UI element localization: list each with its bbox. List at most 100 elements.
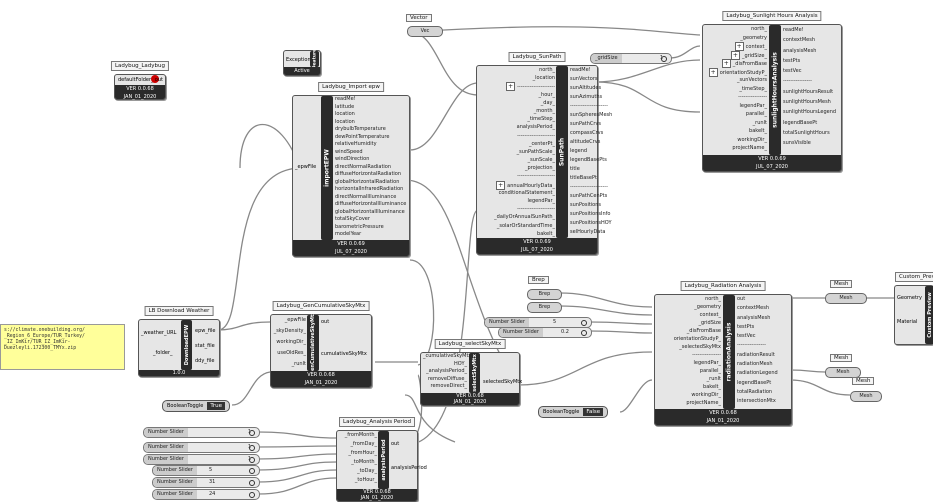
output-param[interactable]: legend bbox=[570, 148, 588, 154]
input-param[interactable]: _toDay_ bbox=[357, 468, 377, 474]
output-param[interactable]: radiationResult bbox=[737, 351, 775, 358]
output-param[interactable]: legendBasePt bbox=[783, 119, 818, 126]
mesh-param-2[interactable]: Mesh bbox=[825, 367, 861, 378]
radiation-analysis-component[interactable]: Ladybug_Radiation Analysis north__geomet… bbox=[654, 281, 792, 426]
plus-icon[interactable]: + bbox=[708, 67, 718, 77]
custom-preview-component[interactable]: Custom_Preview Geometry Material Custom … bbox=[894, 272, 933, 345]
slider-knob-icon[interactable] bbox=[249, 445, 255, 451]
input-param[interactable]: conditionalStatement_ bbox=[498, 189, 555, 196]
output-selected-sky[interactable]: selectedSkyMtx bbox=[483, 379, 523, 385]
input-param[interactable]: _location bbox=[532, 75, 555, 82]
output-param[interactable]: location bbox=[335, 111, 355, 117]
input-param[interactable]: north_ bbox=[705, 296, 721, 302]
input-param[interactable]: +--------------------- bbox=[506, 82, 555, 92]
toggle-state[interactable]: False bbox=[583, 408, 604, 416]
input-param[interactable]: north_ bbox=[751, 26, 767, 32]
output-param[interactable]: sunlightHoursLegend bbox=[783, 109, 837, 116]
input-param[interactable]: _epwFile bbox=[295, 164, 317, 170]
output-param[interactable]: dewPointTemperature bbox=[335, 133, 390, 140]
output-param[interactable]: out bbox=[154, 77, 163, 83]
input-param[interactable]: legendPar_ bbox=[527, 198, 555, 204]
plus-icon[interactable]: + bbox=[721, 59, 731, 68]
output-param[interactable]: selHourlyData bbox=[570, 229, 606, 235]
input-param[interactable]: _geometry bbox=[740, 34, 767, 41]
output-param[interactable]: contextMesh bbox=[783, 37, 816, 44]
input-param[interactable]: _toHour_ bbox=[354, 477, 377, 483]
input-param[interactable]: HOY_ bbox=[454, 360, 467, 367]
output-epw-file[interactable]: epw_file bbox=[195, 328, 216, 334]
input-param[interactable]: workingDir_ bbox=[276, 339, 306, 345]
output-param[interactable]: sunsVisible bbox=[783, 140, 811, 147]
output-param[interactable]: totalSkyCover bbox=[335, 216, 370, 222]
output-cumulative-sky[interactable]: cumulativeSkyMtx bbox=[321, 351, 367, 357]
input-param[interactable]: --------------------- bbox=[517, 206, 555, 213]
input-param[interactable]: ---------------- bbox=[738, 94, 767, 100]
plus-icon[interactable]: + bbox=[730, 50, 740, 60]
input-material[interactable]: Material bbox=[897, 319, 918, 325]
sunpath-component[interactable]: Ladybug_SunPath north__location+--------… bbox=[476, 52, 612, 255]
output-param[interactable]: ---------------- bbox=[737, 342, 766, 349]
exceptions-component[interactable]: Exceptions Deature Active bbox=[283, 49, 321, 76]
output-param[interactable]: readMe! bbox=[335, 96, 356, 102]
sunlight-hours-component[interactable]: Ladybug_Sunlight Hours Analysis north__g… bbox=[702, 11, 842, 172]
input-param[interactable]: _timeStep_ bbox=[739, 85, 767, 92]
output-param[interactable]: radiationMesh bbox=[737, 361, 773, 368]
slider-knob-icon[interactable] bbox=[249, 430, 255, 436]
output-param[interactable]: windSpeed bbox=[335, 148, 363, 155]
output-param[interactable]: sunlightHoursResult bbox=[783, 88, 834, 95]
slider-knob-icon[interactable] bbox=[581, 330, 587, 336]
import-epw-component[interactable]: Ladybug_Import epw _epwFile importEPW re… bbox=[292, 82, 410, 257]
input-param[interactable]: legendPar_ bbox=[739, 102, 767, 109]
input-param[interactable]: _projection_ bbox=[525, 165, 555, 172]
output-param[interactable]: directNormalIlluminance bbox=[335, 193, 397, 200]
input-param[interactable]: _disFromBase bbox=[686, 328, 721, 334]
input-param[interactable]: projectName_ bbox=[732, 145, 767, 151]
download-weather-component[interactable]: LB Download Weather _weather_URL _folder… bbox=[138, 306, 220, 377]
input-param[interactable]: _hour_ bbox=[538, 91, 555, 98]
input-param[interactable]: parallel_ bbox=[699, 368, 721, 374]
output-param[interactable]: readMe! bbox=[783, 27, 804, 33]
output-param[interactable]: radiationLegend bbox=[737, 370, 778, 377]
output-param[interactable]: latitude bbox=[335, 103, 355, 110]
input-param[interactable]: bakeIt_ bbox=[703, 384, 721, 390]
input-param[interactable]: workingDir_ bbox=[691, 392, 721, 398]
output-out[interactable]: out bbox=[391, 441, 400, 447]
output-param[interactable]: totalSunlightHours bbox=[783, 129, 830, 136]
slider-knob-icon[interactable] bbox=[249, 492, 255, 498]
output-param[interactable]: sunPositions bbox=[570, 202, 602, 208]
output-param[interactable]: diffuseHorizontalRadiation bbox=[335, 171, 402, 177]
vector-param[interactable]: Vec bbox=[407, 26, 443, 37]
output-param[interactable]: titleBasePt bbox=[570, 175, 597, 181]
input-param[interactable]: +_disFromBase bbox=[721, 59, 767, 68]
output-param[interactable]: altitudeCrvs bbox=[570, 139, 601, 145]
slider-knob-icon[interactable] bbox=[249, 480, 255, 486]
output-param[interactable]: sunPathCrvs bbox=[570, 121, 602, 127]
output-param[interactable]: globalHorizontalIlluminance bbox=[335, 208, 405, 215]
input-param[interactable]: _fromMonth_ bbox=[344, 432, 377, 438]
output-param[interactable]: legendBasePts bbox=[570, 157, 607, 163]
input-param[interactable]: --------------------- bbox=[517, 132, 555, 139]
input-param[interactable]: _runIt bbox=[706, 376, 721, 382]
url-panel[interactable]: s://climate.onebuilding.org/ _Region_6_E… bbox=[0, 324, 125, 370]
input-param[interactable]: analysisPeriod_ bbox=[516, 124, 555, 131]
brep-param-1[interactable]: Brep bbox=[527, 289, 562, 300]
output-param[interactable]: globalHorizontalRadiation bbox=[335, 178, 400, 185]
input-param[interactable]: removeDiffuse_ bbox=[427, 375, 467, 382]
plus-icon[interactable]: + bbox=[506, 82, 516, 92]
output-param[interactable]: ---------------- bbox=[783, 78, 812, 85]
input-param[interactable]: _month_ bbox=[533, 107, 555, 114]
input-param[interactable]: --------------------- bbox=[517, 173, 555, 180]
input-param[interactable]: ---------------- bbox=[692, 352, 721, 358]
input-weather-url[interactable]: _weather_URL bbox=[141, 330, 177, 336]
input-param[interactable]: Exceptions bbox=[286, 57, 314, 63]
slider-knob-icon[interactable] bbox=[581, 320, 587, 326]
output-out[interactable]: out bbox=[321, 319, 330, 325]
output-param[interactable]: sunAltitudes bbox=[570, 85, 602, 91]
input-param[interactable]: _geometry bbox=[694, 304, 721, 310]
output-param[interactable]: compassCrvs bbox=[570, 130, 604, 136]
analysis-period-component[interactable]: Ladybug_Analysis Period _fromMonth__from… bbox=[336, 417, 427, 502]
input-param[interactable]: _timeStep_ bbox=[527, 116, 555, 123]
output-param[interactable]: totalRadiation bbox=[737, 388, 773, 395]
